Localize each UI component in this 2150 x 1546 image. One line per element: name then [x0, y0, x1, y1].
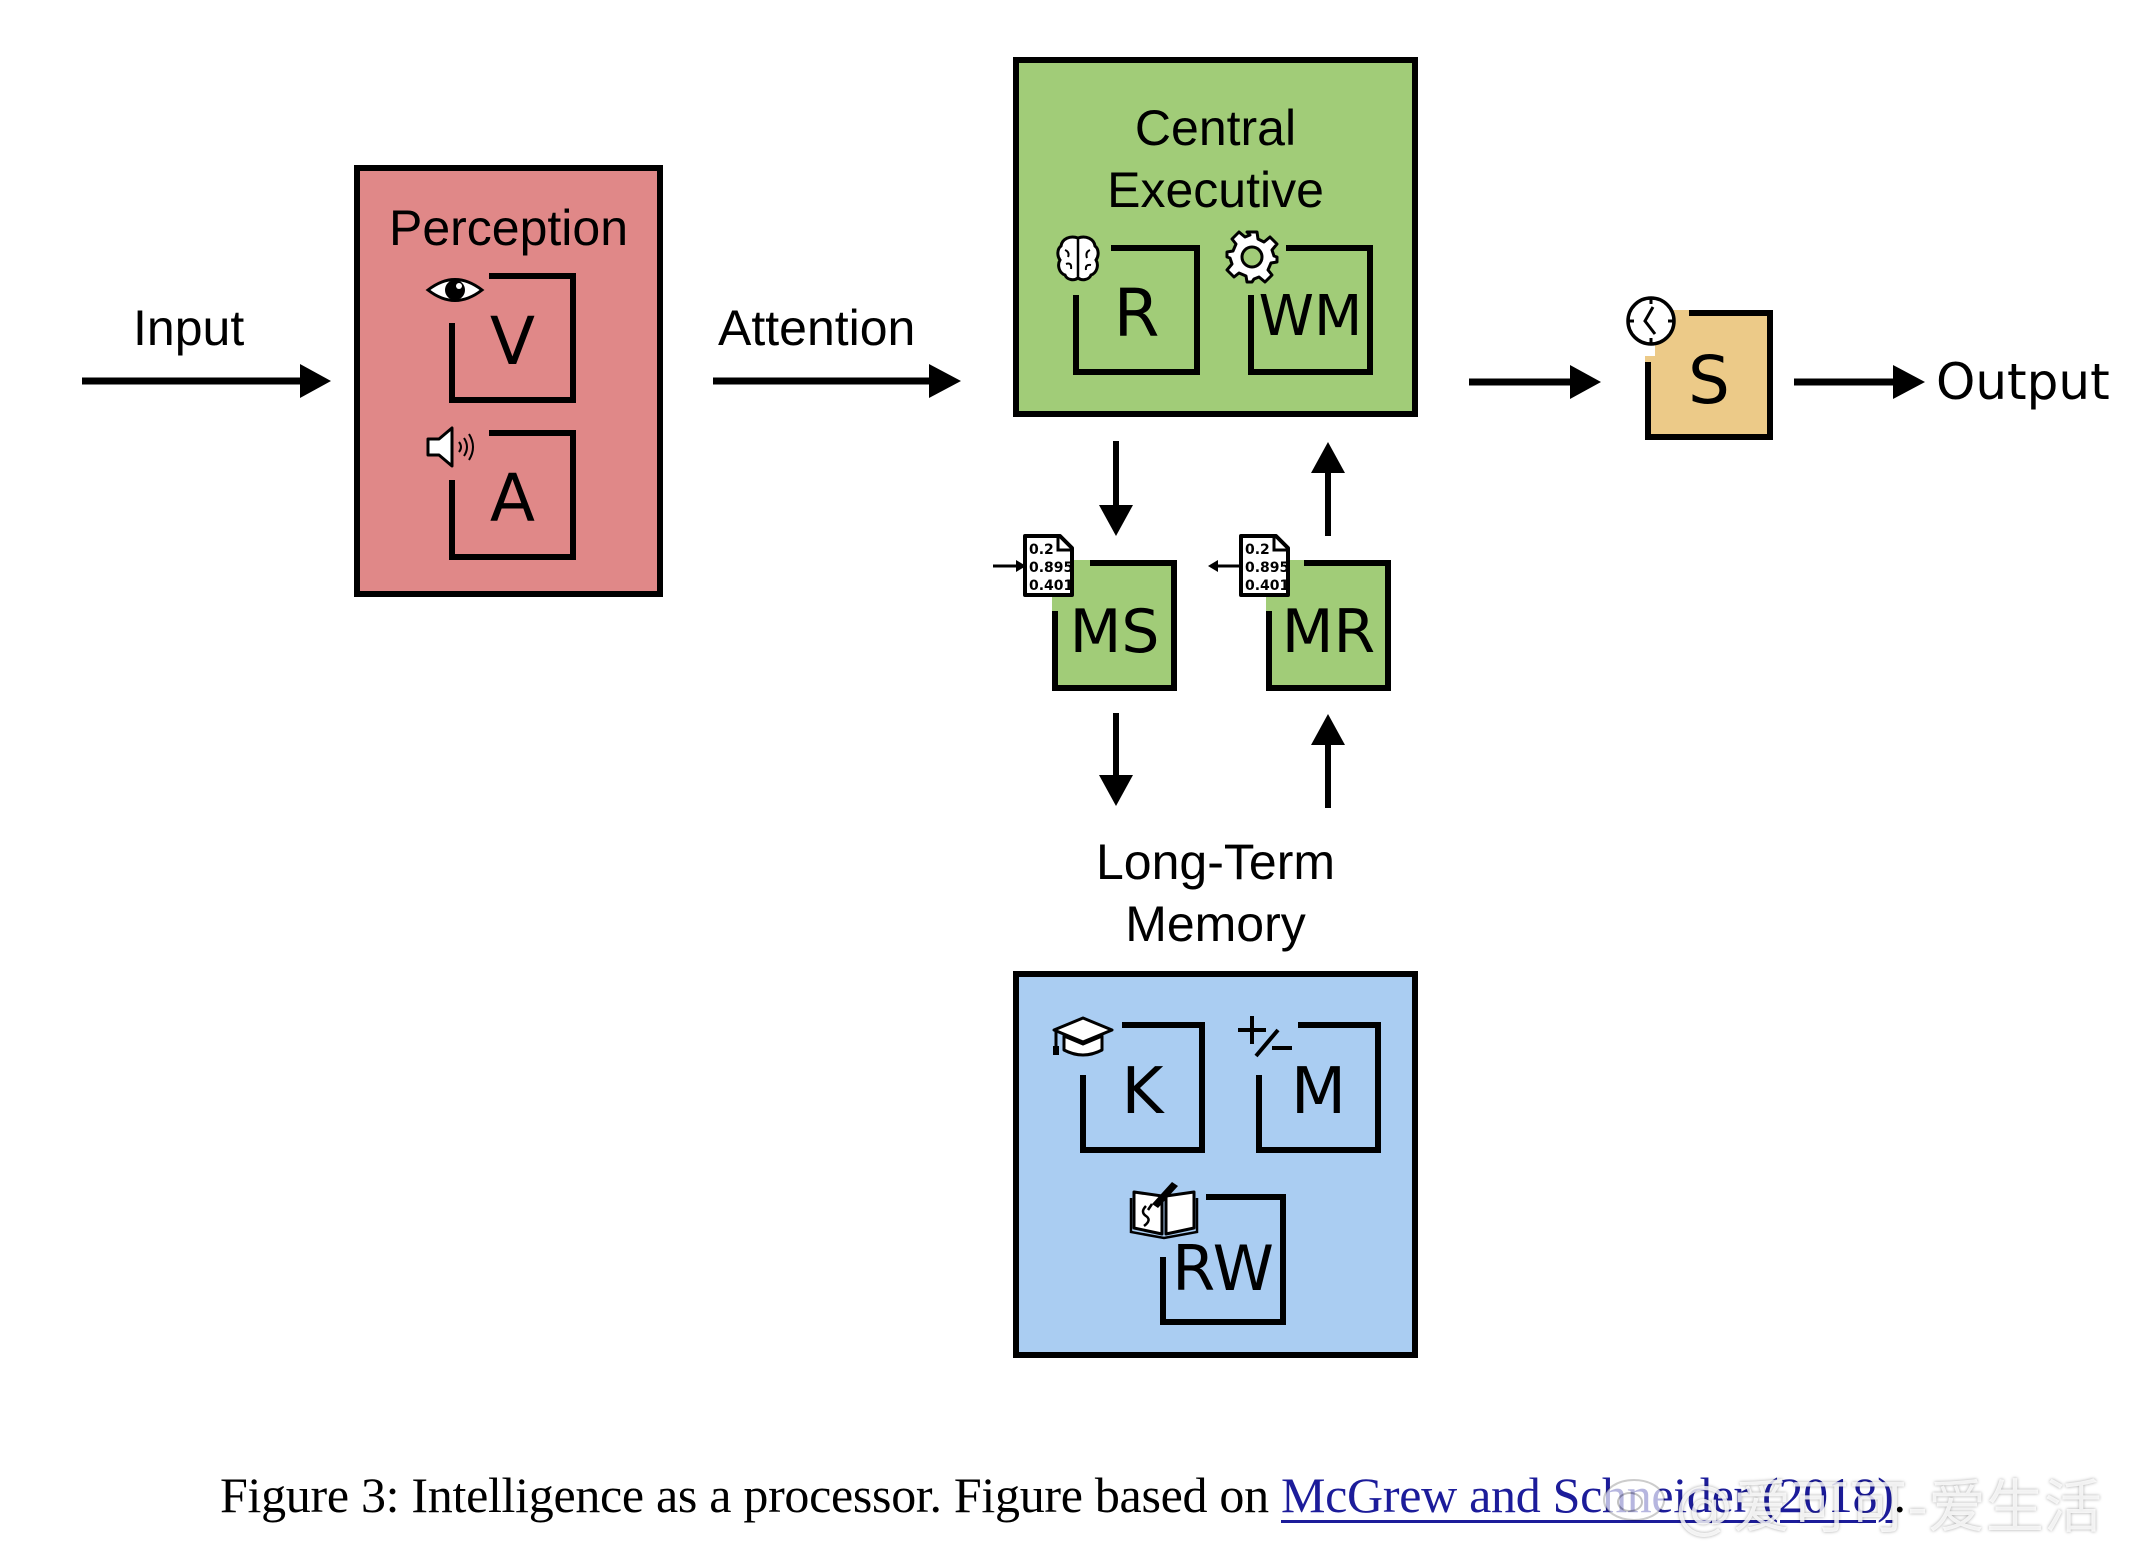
- ms-to-ltm-arrow: [1099, 713, 1133, 806]
- processing-speed-letter: S: [1688, 342, 1730, 419]
- executive-to-speed-arrow: [1469, 365, 1601, 399]
- math-letter: M: [1290, 1055, 1347, 1129]
- perception-box: Perception: [354, 165, 663, 597]
- reading-writing-letter: RW: [1172, 1232, 1274, 1305]
- attention-arrow: [713, 364, 961, 398]
- mr-output-arrow-icon: [1208, 560, 1242, 572]
- citation-link[interactable]: McGrew and Schneider (2018): [1281, 1467, 1894, 1523]
- memory-storage-letter: MS: [1069, 597, 1160, 667]
- long-term-memory-title-line1: Long-Term: [1096, 834, 1335, 890]
- memory-retrieval-box: MR: [1266, 560, 1391, 691]
- figure-caption: Figure 3: Intelligence as a processor. F…: [220, 1466, 1906, 1524]
- ms-input-arrow-icon: [993, 560, 1026, 572]
- auditory-letter: A: [489, 460, 536, 537]
- caption-text: Figure 3: Intelligence as a processor. F…: [220, 1467, 1281, 1523]
- ltm-to-mr-arrow: [1311, 714, 1345, 808]
- graduation-cap-icon: [1052, 1016, 1114, 1057]
- output-label: Output: [1936, 353, 2110, 411]
- working-memory-box: WM: [1248, 245, 1373, 375]
- long-term-memory-title-line2: Memory: [1125, 896, 1306, 952]
- output-arrow: [1794, 365, 1925, 399]
- mr-doc-value-3: 0.401: [1245, 578, 1289, 594]
- mr-doc-value-2: 0.895: [1245, 560, 1289, 576]
- watermark-text: @爱可可-爱生活: [1675, 1473, 2102, 1541]
- attention-label: Attention: [718, 300, 916, 356]
- ms-doc-value-1: 0.2: [1029, 542, 1054, 558]
- ms-doc-value-2: 0.895: [1029, 560, 1073, 576]
- reasoning-box: R: [1073, 245, 1200, 375]
- book-pencil-icon: [1129, 1182, 1199, 1240]
- long-term-memory-box: [1013, 971, 1418, 1358]
- knowledge-box: K: [1080, 1022, 1205, 1153]
- auditory-processing-box: A: [449, 430, 576, 560]
- caption-suffix: .: [1893, 1467, 1907, 1523]
- perception-title: Perception: [388, 200, 629, 256]
- data-file-icon: 0.2 0.895 0.401: [1023, 534, 1074, 597]
- central-executive-title-line1: Central: [1134, 100, 1297, 156]
- visual-letter: V: [489, 303, 536, 380]
- input-label: Input: [133, 300, 245, 356]
- reasoning-letter: R: [1113, 275, 1160, 352]
- executive-to-ms-arrow: [1099, 441, 1133, 536]
- memory-retrieval-letter: MR: [1281, 597, 1376, 667]
- mr-doc-value-1: 0.2: [1245, 542, 1270, 558]
- central-executive-title-line2: Executive: [1107, 162, 1324, 218]
- data-file-icon: 0.2 0.895 0.401: [1239, 534, 1290, 597]
- eye-icon: [425, 278, 485, 302]
- ms-doc-value-3: 0.401: [1029, 578, 1073, 594]
- weibo-icon: [1603, 1465, 1673, 1521]
- input-arrow: [82, 364, 331, 398]
- brain-icon: [1056, 235, 1100, 282]
- reading-writing-box: RW: [1160, 1194, 1286, 1325]
- mr-to-executive-arrow: [1311, 442, 1345, 536]
- visual-processing-box: V: [449, 273, 576, 403]
- plus-minus-icon: [1238, 1016, 1292, 1058]
- clock-icon: [1626, 296, 1676, 346]
- speaker-icon: [426, 426, 474, 468]
- math-box: M: [1256, 1022, 1381, 1153]
- gear-icon: [1225, 230, 1279, 284]
- knowledge-letter: K: [1121, 1055, 1164, 1129]
- working-memory-letter: WM: [1258, 284, 1363, 349]
